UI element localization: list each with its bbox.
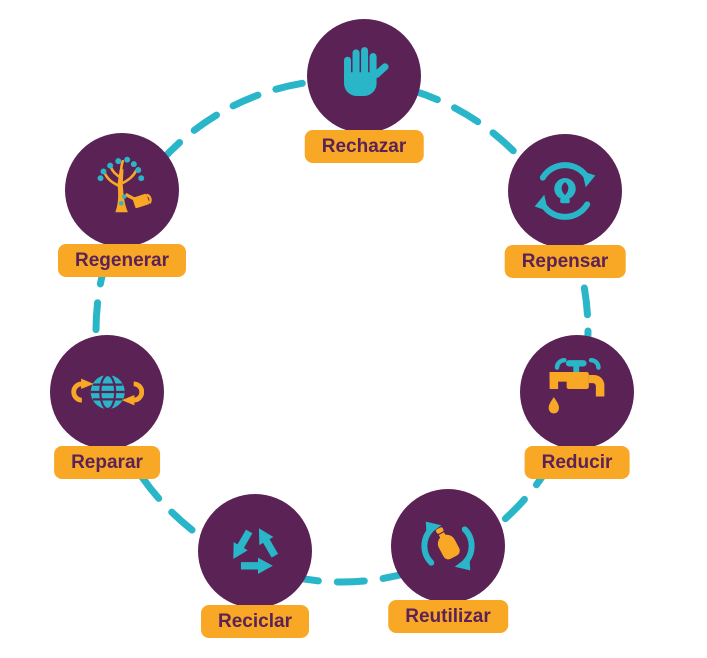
node-circle-reducir <box>520 335 634 449</box>
node-label-rechazar: Rechazar <box>304 130 424 163</box>
recycle-icon <box>226 524 282 574</box>
node-label-reciclar: Reciclar <box>201 605 309 638</box>
reuse-bottle-icon <box>421 521 475 571</box>
node-label-repensar: Repensar <box>504 245 626 278</box>
node-label-regenerar: Regenerar <box>58 244 186 277</box>
node-circle-regenerar <box>65 133 179 247</box>
node-label-reparar: Reparar <box>54 446 160 479</box>
faucet-drop-icon <box>548 357 605 414</box>
hand-stop-icon <box>344 47 389 96</box>
globe-repair-icon <box>71 373 144 411</box>
tree-watering-can-icon <box>97 156 152 213</box>
node-label-reutilizar: Reutilizar <box>388 600 508 633</box>
lightbulb-rethink-icon <box>534 162 596 220</box>
node-circle-reutilizar <box>391 489 505 603</box>
node-label-reducir: Reducir <box>524 446 630 479</box>
node-circle-rechazar <box>307 19 421 133</box>
node-circle-repensar <box>508 134 622 248</box>
node-circle-reparar <box>50 335 164 449</box>
node-circle-reciclar <box>198 494 312 608</box>
